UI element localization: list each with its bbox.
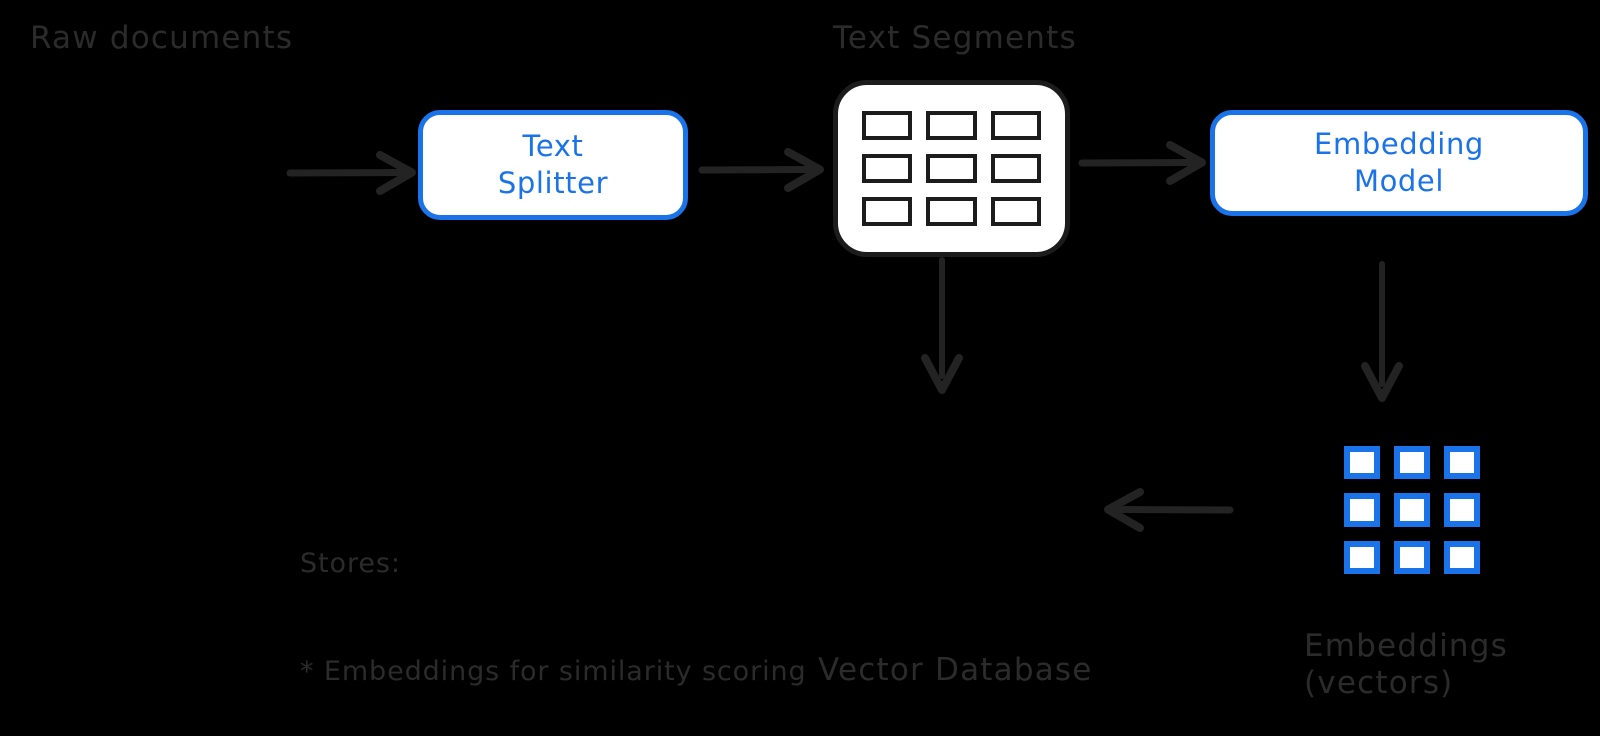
- embedding-cell: [1444, 446, 1480, 480]
- label-raw-documents: Raw documents: [30, 20, 294, 56]
- stores-note-bullet: * Embeddings for similarity scoring: [300, 656, 807, 687]
- segment-cell: [926, 154, 977, 183]
- segment-cell: [862, 197, 913, 226]
- segment-cell: [926, 111, 977, 140]
- node-text-splitter[interactable]: Text Splitter: [418, 110, 688, 220]
- label-embeddings-vectors: Embeddings (vectors): [1304, 628, 1508, 702]
- embedding-cell: [1394, 540, 1430, 574]
- node-embedding-model[interactable]: Embedding Model: [1210, 110, 1588, 216]
- node-text-splitter-label: Text Splitter: [497, 128, 609, 200]
- embeddings-grid: [1344, 446, 1480, 574]
- stores-note-heading: Stores:: [300, 548, 401, 579]
- arrow-segments-to-vector-database: [918, 257, 966, 396]
- embedding-cell: [1444, 540, 1480, 574]
- embedding-cell: [1444, 493, 1480, 527]
- segment-cell: [990, 111, 1041, 140]
- arrow-segments-to-embedding-model: [1078, 140, 1210, 186]
- arrow-input-to-text-splitter: [286, 150, 420, 196]
- segment-cell: [990, 154, 1041, 183]
- embedding-cell: [1344, 540, 1380, 574]
- arrow-embeddings-to-vector-database: [1084, 487, 1234, 533]
- arrow-text-splitter-to-segments: [698, 147, 828, 193]
- stores-note: Stores: * Embeddings for similarity scor…: [300, 474, 807, 736]
- arrow-embedding-model-to-embeddings: [1358, 261, 1406, 404]
- embedding-cell: [1394, 446, 1430, 480]
- segment-cell: [862, 154, 913, 183]
- segment-cell: [926, 197, 977, 226]
- embedding-cell: [1344, 493, 1380, 527]
- text-segments-grid: [833, 80, 1070, 257]
- embedding-cell: [1394, 493, 1430, 527]
- segment-cell: [862, 111, 913, 140]
- segment-cell: [990, 197, 1041, 226]
- label-vector-database: Vector Database: [818, 652, 1093, 688]
- label-text-segments: Text Segments: [833, 20, 1077, 56]
- embedding-cell: [1344, 446, 1380, 480]
- node-embedding-model-label: Embedding Model: [1314, 126, 1484, 198]
